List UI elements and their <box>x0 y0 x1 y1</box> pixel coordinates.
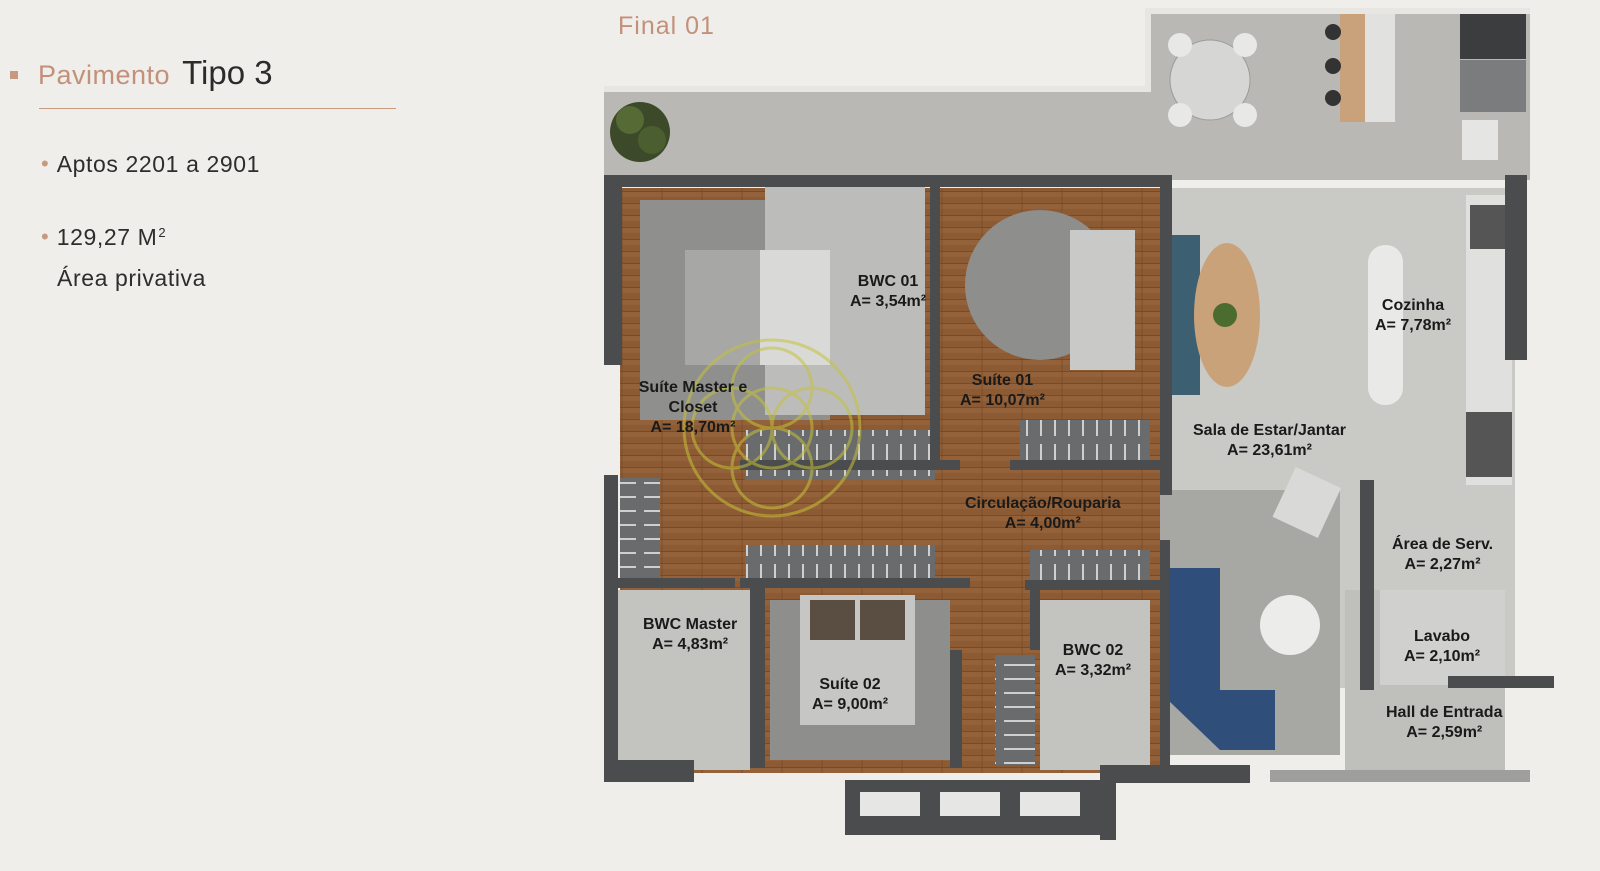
area-value: 129,27 M2 <box>56 224 167 250</box>
dot-bullet-icon: • <box>41 224 49 249</box>
area-item: • 129,27 M2 <box>41 224 166 250</box>
room-label-bwc-01: BWC 01 A= 3,54m² <box>850 273 927 310</box>
floor-prefix: Pavimento <box>38 60 171 90</box>
walls <box>604 175 1554 840</box>
coffee-table-icon <box>1260 595 1320 655</box>
room-label-bwc-master: BWC Master A= 4,83m² <box>643 616 738 653</box>
final-label: Final 01 <box>618 12 715 40</box>
room-label-lavabo: Lavabo A= 2,10m² <box>1404 628 1481 665</box>
room-label-suite-02: Suíte 02 A= 9,00m² <box>812 676 889 713</box>
suite01-bed-icon <box>1070 230 1135 370</box>
kitchen-island-icon <box>1368 245 1403 405</box>
room-label-suite-01: Suíte 01 A= 10,07m² <box>960 372 1045 409</box>
terrace <box>604 8 1530 180</box>
info-panel: Pavimento Tipo 3 • Aptos 2201 a 2901 • 1… <box>0 0 560 866</box>
room-label-area-serv: Área de Serv. A= 2,27m² <box>1392 536 1494 573</box>
dot-bullet-icon: • <box>41 151 49 176</box>
area-label: Área privativa <box>57 265 207 291</box>
heading-divider <box>39 108 396 109</box>
square-bullet-icon <box>10 71 18 79</box>
floor-heading: Pavimento Tipo 3 <box>10 54 273 92</box>
watermark-seal-icon <box>682 338 862 518</box>
floor-plan-drawing <box>604 8 1554 840</box>
dining-table-icon <box>1169 39 1251 121</box>
room-label-bwc-02: BWC 02 A= 3,32m² <box>1055 642 1132 679</box>
room-label-sala: Sala de Estar/Jantar A= 23,61m² <box>1193 422 1346 459</box>
units-item: • Aptos 2201 a 2901 <box>41 151 260 177</box>
floor-plan: Suíte Master e Closet A= 18,70m² BWC 01 … <box>600 0 1590 866</box>
floor-title: Tipo 3 <box>182 54 273 91</box>
units-text: Aptos 2201 a 2901 <box>56 151 261 177</box>
room-label-suite-master: Suíte Master e Closet A= 18,70m² <box>638 379 748 436</box>
sofa-icon <box>1168 568 1275 750</box>
room-label-cozinha: Cozinha A= 7,78m² <box>1375 297 1452 334</box>
room-label-hall: Hall de Entrada A= 2,59m² <box>1386 704 1503 741</box>
room-label-circulacao: Circulação/Rouparia A= 4,00m² <box>965 495 1121 532</box>
